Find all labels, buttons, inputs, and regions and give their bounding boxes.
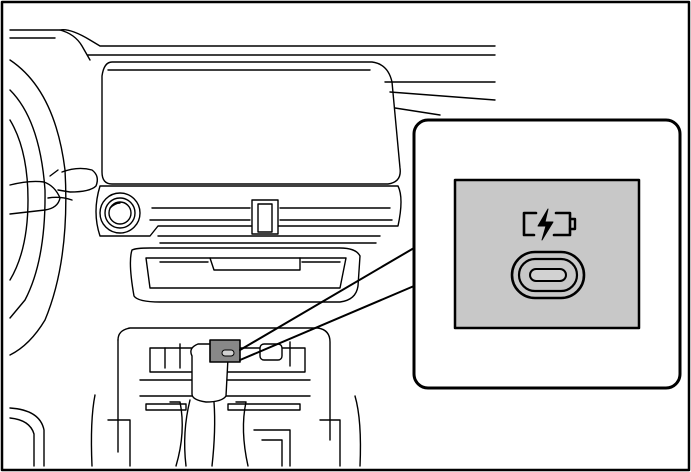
steering-wheel	[9, 59, 99, 356]
usb-c-port-icon	[510, 250, 586, 300]
dashboard-lines	[9, 29, 496, 116]
lower-console	[9, 327, 362, 467]
battery-charging-icon	[522, 208, 577, 241]
center-fascia	[95, 185, 402, 244]
callout-leader	[239, 247, 415, 361]
usb-port-location	[209, 339, 283, 363]
display-screen	[101, 61, 401, 185]
storage-tray	[129, 247, 361, 303]
